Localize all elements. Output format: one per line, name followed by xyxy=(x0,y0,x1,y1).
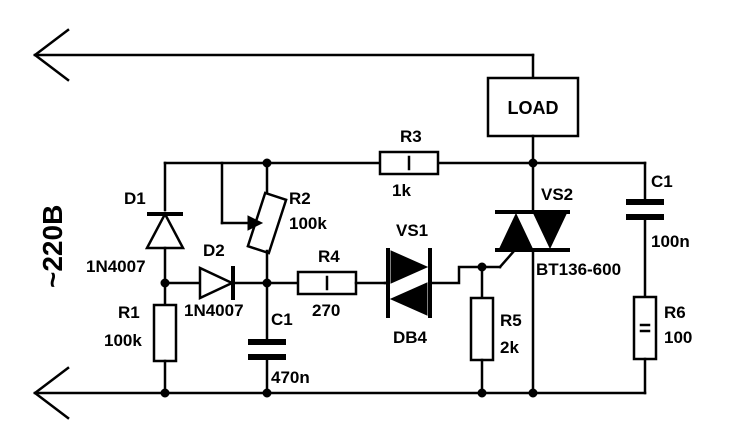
r6-ref: R6 xyxy=(664,303,686,322)
capacitor-c1-snubber xyxy=(626,199,664,220)
vs1-part: DB4 xyxy=(393,328,428,347)
r2-wiper xyxy=(220,161,264,231)
c1-main-value: 470n xyxy=(271,368,310,387)
r2-value: 100k xyxy=(289,214,327,233)
r2-ref: R2 xyxy=(289,189,311,208)
load-box xyxy=(486,76,580,138)
diode-d2 xyxy=(198,266,235,300)
gate-wire xyxy=(428,265,502,285)
c1-snubber-value: 100n xyxy=(651,232,690,251)
r5-value: 2k xyxy=(500,338,519,357)
d1-part: 1N4007 xyxy=(86,257,146,276)
vs2-part: BT136-600 xyxy=(536,260,621,279)
r4-value: 270 xyxy=(312,301,340,320)
d2-part: 1N4007 xyxy=(184,301,244,320)
potentiometer-r2 xyxy=(246,191,288,255)
r3-ref: R3 xyxy=(400,127,422,146)
r1-ref: R1 xyxy=(118,303,140,322)
diac-vs1 xyxy=(383,248,432,318)
c1-main-ref: C1 xyxy=(271,310,293,329)
load-label: LOAD xyxy=(508,98,559,118)
r3-value: 1k xyxy=(392,181,411,200)
resistor-r6 xyxy=(632,295,658,361)
resistor-r1 xyxy=(152,303,178,363)
vs1-ref: VS1 xyxy=(396,221,428,240)
d1-ref: D1 xyxy=(124,189,146,208)
d2-ref: D2 xyxy=(203,241,225,260)
resistor-r5 xyxy=(469,296,495,362)
r6-value: 100 xyxy=(664,328,692,347)
capacitor-c1-main xyxy=(248,339,286,360)
diode-d1 xyxy=(144,211,186,250)
supply-line-top xyxy=(32,28,535,82)
vs2-ref: VS2 xyxy=(541,185,573,204)
supply-voltage-label: ~220B xyxy=(37,205,68,288)
c1-snubber-ref: C1 xyxy=(651,172,673,191)
r1-value: 100k xyxy=(104,331,142,350)
junction-dots xyxy=(160,158,538,398)
resistor-r3 xyxy=(378,150,440,176)
resistor-r4 xyxy=(296,270,358,296)
supply-line-bottom xyxy=(32,366,647,420)
r4-ref: R4 xyxy=(318,247,340,266)
r5-ref: R5 xyxy=(500,311,522,330)
